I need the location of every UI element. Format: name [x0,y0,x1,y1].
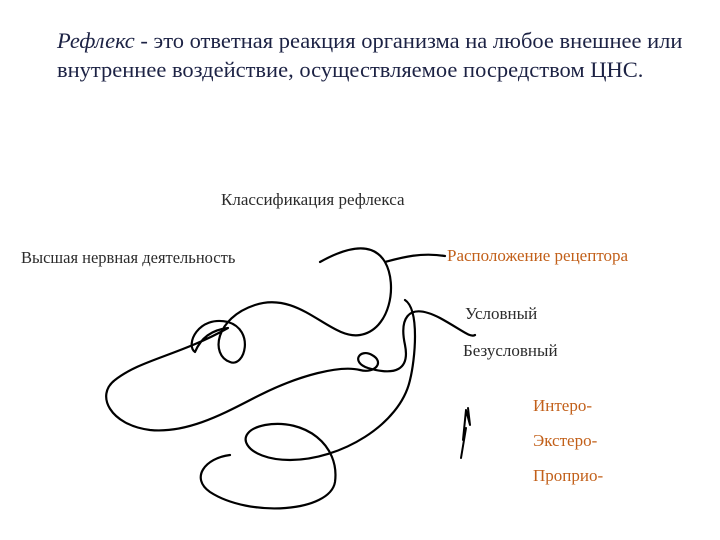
scribble-main-stroke [105,247,477,510]
type-extero: Экстеро- [533,431,598,450]
type-proprio: Проприо- [533,466,604,485]
type-intero: Интеро- [533,396,593,415]
definition-text: Рефлекс - это ответная реакция организма… [57,26,697,84]
criterion-receptor-location: Расположение рецептора [447,246,629,265]
definition-term: Рефлекс [57,28,135,53]
definition-body: - это ответная реакция организма на любо… [57,28,683,82]
type-conditioned: Условный [465,304,538,323]
type-unconditioned: Безусловный [463,341,558,360]
classification-title: Классификация рефлекса [221,190,405,209]
scribble-zigzag [460,407,471,459]
criterion-higher-nervous-activity: Высшая нервная деятельность [21,248,236,267]
